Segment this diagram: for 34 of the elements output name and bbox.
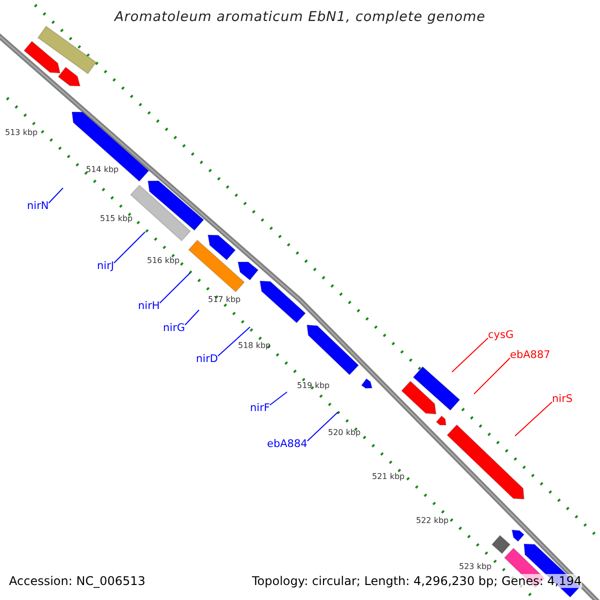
position-label: 520 kbp [328, 428, 361, 437]
gene-label: nirJ [97, 260, 114, 272]
position-label: 517 kbp [208, 295, 241, 304]
leader-line [269, 392, 288, 406]
leader-line [48, 188, 64, 204]
gene-label: nirD [196, 353, 218, 365]
gene-label: ebA887 [510, 349, 550, 361]
gene-label: nirH [138, 300, 160, 312]
leader-line [452, 338, 488, 372]
leader-line [474, 358, 510, 394]
position-label: 521 kbp [372, 472, 405, 481]
position-label: 523 kbp [459, 562, 492, 571]
gene-label: cysG [488, 329, 514, 341]
gene-label: nirG [163, 322, 186, 334]
leader-line [217, 326, 250, 356]
leader-line [514, 402, 552, 436]
leader-line [306, 412, 338, 442]
gene-label: nirF [250, 402, 270, 414]
leader-line [184, 310, 200, 326]
position-label: 513 kbp [5, 128, 38, 137]
gene-label: ebA884 [267, 438, 308, 450]
position-label: 514 kbp [86, 165, 119, 174]
position-label: 516 kbp [147, 256, 180, 265]
leader-line [114, 232, 146, 264]
footer-text: Accession: NC_006513 [9, 574, 146, 588]
position-label: 522 kbp [416, 516, 449, 525]
position-label: 518 kbp [238, 341, 271, 350]
gene-label: nirS [552, 393, 573, 405]
position-label: 519 kbp [297, 381, 330, 390]
leader-line [159, 272, 190, 304]
position-label: 515 kbp [100, 214, 133, 223]
diagram-title: Aromatoleum aromaticum EbN1, complete genome [113, 9, 486, 25]
gene-label: nirN [27, 200, 49, 212]
footer-text: Topology: circular; Length: 4,296,230 bp; Genes: 4,194 [252, 574, 582, 588]
